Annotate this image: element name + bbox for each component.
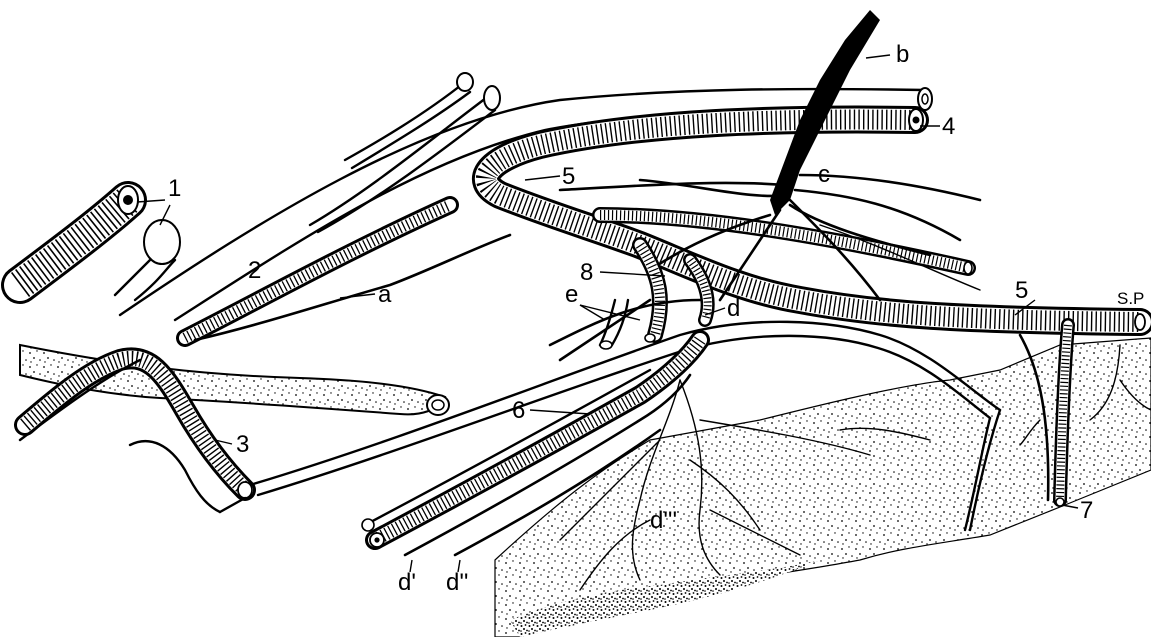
stippled-tissue-mass (495, 338, 1151, 637)
label-a: a (378, 281, 392, 308)
label-d: d (727, 295, 740, 322)
label-sp: S.P (1117, 289, 1144, 308)
label-b: b (896, 41, 909, 68)
label-d-prime: d' (398, 569, 416, 596)
label-7: 7 (1080, 497, 1093, 524)
vessel-a (185, 205, 510, 340)
vessel-1 (20, 186, 180, 300)
label-2: 2 (248, 257, 261, 284)
label-4: 4 (942, 113, 955, 140)
label-d-triple-prime: d''' (650, 507, 677, 534)
label-3: 3 (236, 431, 249, 458)
label-6: 6 (512, 397, 525, 424)
label-5-right: 5 (1015, 277, 1028, 304)
label-c: c (818, 161, 830, 188)
label-5-upper: 5 (562, 163, 575, 190)
label-d-double-prime: d'' (446, 569, 469, 596)
label-e: e (565, 281, 578, 308)
label-1: 1 (168, 175, 181, 202)
label-8: 8 (580, 259, 593, 286)
vessel-3-group (20, 345, 449, 512)
